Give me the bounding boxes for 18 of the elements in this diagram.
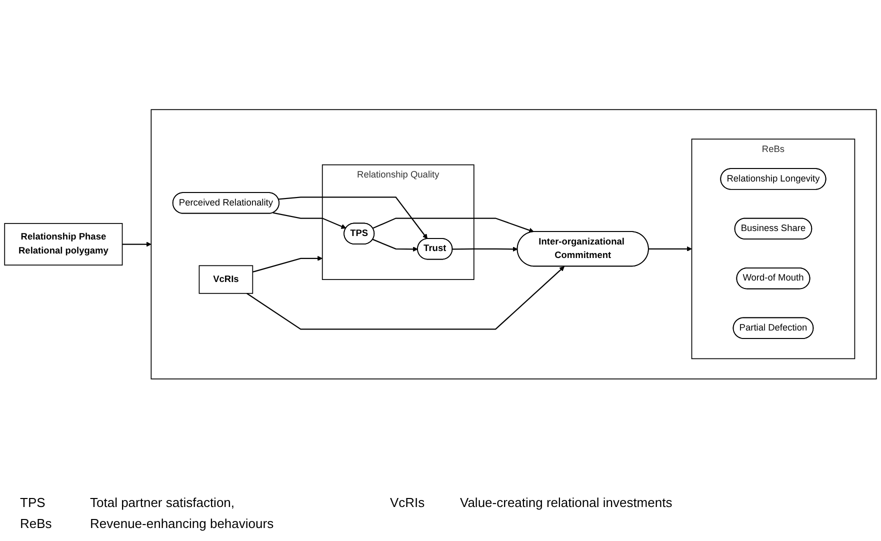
- arrow: [122, 242, 152, 248]
- arrow: [272, 212, 346, 230]
- abbreviation-definition: Revenue-enhancing behaviours: [90, 516, 275, 531]
- cluster: [150, 109, 877, 380]
- arrow: [278, 196, 428, 240]
- abbreviation-definition: Total partner satisfaction,: [90, 495, 236, 510]
- abbreviation-definition: Value-creating relational investments: [460, 495, 674, 510]
- node-box: Relationship Phase Relational polygamy: [4, 223, 123, 266]
- arrow: [372, 239, 418, 252]
- arrow: [246, 266, 564, 330]
- arrow: [252, 256, 323, 273]
- abbreviation: TPS: [20, 495, 46, 510]
- arrow: [372, 218, 534, 233]
- abbreviation: VcRIs: [390, 495, 426, 510]
- abbreviation: ReBs: [20, 516, 53, 531]
- arrow: [452, 246, 518, 252]
- node-box: VcRIs: [198, 265, 254, 294]
- arrow: [648, 246, 692, 252]
